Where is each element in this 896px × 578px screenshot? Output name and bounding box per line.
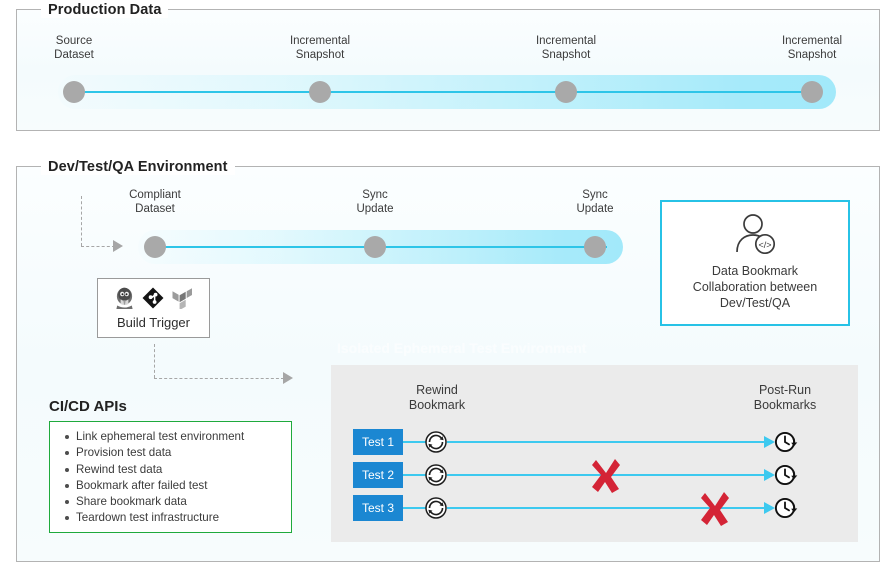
test-row-line-left-2 bbox=[403, 474, 426, 476]
test-row-label-3[interactable]: Test 3 bbox=[353, 495, 403, 521]
list-item: Provision test data bbox=[65, 445, 285, 461]
git-icon bbox=[142, 287, 164, 314]
collaboration-text: Data Bookmark Collaboration between Dev/… bbox=[692, 264, 818, 310]
production-data-panel bbox=[16, 9, 880, 131]
production-node-0 bbox=[63, 81, 85, 103]
build-trigger-box[interactable]: Build Trigger bbox=[97, 278, 210, 338]
developer-icon: </> bbox=[728, 212, 782, 259]
build-to-test-arrowhead bbox=[283, 372, 293, 384]
dev-node-0 bbox=[144, 236, 166, 258]
clock-history-icon[interactable] bbox=[773, 462, 799, 493]
dev-node-label-1: Sync Update bbox=[356, 189, 394, 215]
data-bookmark-collaboration-box: </> Data Bookmark Collaboration between … bbox=[660, 200, 850, 326]
dev-node-1 bbox=[364, 236, 386, 258]
test-row-label-1[interactable]: Test 1 bbox=[353, 429, 403, 455]
test-row-arrowhead-2 bbox=[764, 469, 775, 481]
test-row-line-3 bbox=[447, 507, 767, 509]
post-run-bookmarks-column-header: Post-Run Bookmarks bbox=[753, 383, 817, 412]
build-trigger-label: Build Trigger bbox=[117, 315, 190, 330]
cicd-apis-list: Link ephemeral test environment Provisio… bbox=[56, 429, 285, 527]
production-node-label-1: Incremental Snapshot bbox=[289, 35, 351, 61]
production-data-title: Production Data bbox=[41, 2, 169, 18]
rewind-icon[interactable] bbox=[424, 463, 448, 492]
prod-to-dev-connector-horizontal bbox=[81, 246, 115, 247]
test-failure-x-icon-2 bbox=[588, 456, 624, 494]
production-node-2 bbox=[555, 81, 577, 103]
dev-node-2 bbox=[584, 236, 606, 258]
cicd-apis-box: Link ephemeral test environment Provisio… bbox=[49, 421, 292, 533]
test-row-label-2[interactable]: Test 2 bbox=[353, 462, 403, 488]
terraform-icon bbox=[171, 287, 193, 314]
test-row-arrowhead-3 bbox=[764, 502, 775, 514]
rewind-bookmark-column-header: Rewind Bookmark bbox=[408, 383, 466, 412]
build-trigger-icons bbox=[114, 287, 193, 313]
clock-history-icon[interactable] bbox=[773, 429, 799, 460]
production-node-label-2: Incremental Snapshot bbox=[535, 35, 597, 61]
test-row-arrowhead-1 bbox=[764, 436, 775, 448]
test-row-line-left-1 bbox=[403, 441, 426, 443]
build-to-test-connector-horizontal bbox=[154, 378, 284, 379]
production-timeline-line bbox=[75, 91, 820, 93]
production-node-label-0: Source Dataset bbox=[54, 35, 94, 61]
production-node-label-3: Incremental Snapshot bbox=[781, 35, 843, 61]
production-node-3 bbox=[801, 81, 823, 103]
list-item: Share bookmark data bbox=[65, 494, 285, 510]
list-item: Rewind test data bbox=[65, 462, 285, 478]
clock-history-icon[interactable] bbox=[773, 495, 799, 526]
ephemeral-environment-label: Isolated Ephemeral Test Environment bbox=[337, 340, 587, 356]
prod-to-dev-arrowhead bbox=[113, 240, 123, 252]
dev-node-label-2: Sync Update bbox=[576, 189, 614, 215]
test-failure-x-icon-3 bbox=[697, 489, 733, 527]
test-row-line-left-3 bbox=[403, 507, 426, 509]
dev-test-qa-title: Dev/Test/QA Environment bbox=[41, 159, 235, 175]
list-item: Link ephemeral test environment bbox=[65, 429, 285, 445]
list-item: Teardown test infrastructure bbox=[65, 510, 285, 526]
dev-node-label-0: Compliant Dataset bbox=[129, 189, 181, 215]
test-row-line-1 bbox=[447, 441, 767, 443]
rewind-icon[interactable] bbox=[424, 430, 448, 459]
jenkins-icon bbox=[114, 287, 135, 314]
prod-to-dev-connector-vertical bbox=[81, 196, 82, 246]
build-to-test-connector-vertical bbox=[154, 344, 155, 378]
cicd-apis-title: CI/CD APIs bbox=[49, 398, 127, 415]
production-node-1 bbox=[309, 81, 331, 103]
list-item: Bookmark after failed test bbox=[65, 478, 285, 494]
rewind-icon[interactable] bbox=[424, 496, 448, 525]
svg-text:</>: </> bbox=[758, 240, 771, 250]
